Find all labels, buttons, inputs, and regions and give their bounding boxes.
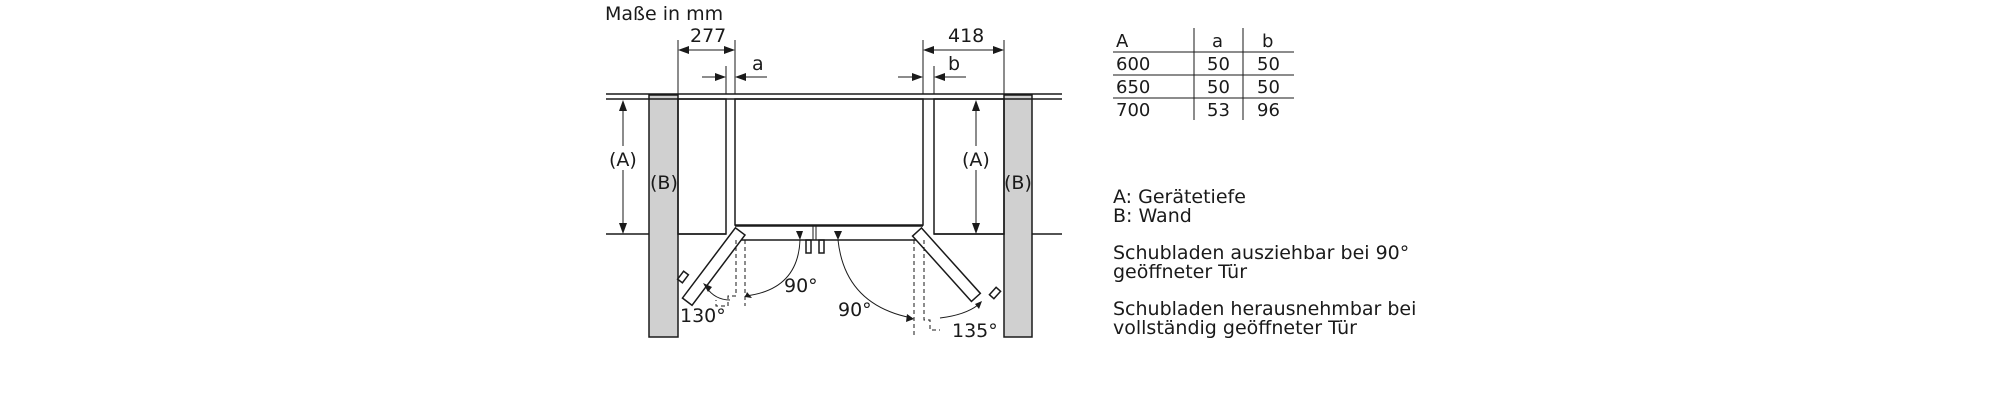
gap-b-label: b <box>948 53 960 75</box>
table-cell: 96 <box>1257 100 1280 121</box>
gap-a-arrow-left <box>715 73 726 81</box>
note-drawers-extendable-2: geöffneter Tür <box>1113 261 1247 283</box>
note-drawers-removable-1: Schubladen herausnehmbar bei <box>1113 298 1416 320</box>
width-418-arrow-right <box>993 46 1004 54</box>
depth-dim-left-arrow-bottom <box>619 223 627 234</box>
left-cabinet <box>677 98 727 235</box>
table-cell: 700 <box>1116 100 1150 121</box>
gap-b-arrow-left <box>912 73 923 81</box>
right-door-open <box>911 226 982 303</box>
legend-b: B: Wand <box>1113 205 1192 227</box>
table-cell: 50 <box>1207 54 1230 75</box>
right-outer-angle-label: 135° <box>952 320 998 342</box>
left-door-open <box>681 226 747 307</box>
right-wall-label: (B) <box>1004 172 1032 194</box>
depth-label-left: (A) <box>609 149 637 171</box>
left-swing-arc <box>744 239 801 297</box>
width-418-arrow-left <box>923 46 934 54</box>
diagram-title: Maße in mm <box>605 3 723 25</box>
left-door-handle <box>676 270 690 284</box>
gap-a-arrow-right <box>735 73 746 81</box>
gap-a-label: a <box>752 53 764 75</box>
table-cell: 650 <box>1116 77 1150 98</box>
table-header-a-lower: a <box>1212 31 1223 52</box>
left-outer-arc-arrow <box>703 283 712 292</box>
table-header-a-upper: A <box>1116 31 1129 52</box>
right-swing-arc-arrow-bottom <box>906 314 914 322</box>
left-outer-angle-label: 130° <box>680 305 726 327</box>
right-wall <box>1003 94 1033 338</box>
right-outer-arc-arrow <box>975 301 982 309</box>
table-cell: 600 <box>1116 54 1150 75</box>
right-outer-arc <box>939 304 979 319</box>
depth-label-right: (A) <box>962 149 990 171</box>
width-418-label: 418 <box>948 25 984 47</box>
right-swing-arc-arrow-top <box>834 231 842 240</box>
table-cell: 50 <box>1207 77 1230 98</box>
note-drawers-extendable-1: Schubladen ausziehbar bei 90° <box>1113 242 1409 264</box>
right-dashed-door-2 <box>923 240 940 331</box>
left-wall-label: (B) <box>650 172 678 194</box>
right-swing-arc <box>837 239 913 319</box>
right-door-handle <box>988 286 1002 300</box>
appliance-body <box>734 98 924 226</box>
right-cabinet <box>933 98 1005 235</box>
right-inner-angle-label: 90° <box>838 299 872 321</box>
left-swing-arc-arrow-top <box>796 231 803 240</box>
table-cell: 50 <box>1257 54 1280 75</box>
width-277-label: 277 <box>690 25 726 47</box>
left-handle <box>805 239 812 254</box>
width-277-arrow-right <box>724 46 735 54</box>
gap-b-arrow-right <box>934 73 945 81</box>
table-cell: 53 <box>1207 100 1230 121</box>
left-swing-arc-arrow-bottom <box>745 292 752 298</box>
right-handle <box>818 239 825 254</box>
left-dashed-door <box>715 240 737 307</box>
left-wall <box>648 94 679 338</box>
table-cell: 50 <box>1257 77 1280 98</box>
note-drawers-removable-2: vollständig geöffneter Tür <box>1113 317 1357 339</box>
depth-dim-left-arrow-top <box>619 100 627 111</box>
left-inner-angle-label: 90° <box>784 275 818 297</box>
depth-dim-right-arrow-top <box>972 100 980 111</box>
depth-dim-right-arrow-bottom <box>972 223 980 234</box>
dimension-table: A a b 600 50 50 650 50 50 700 53 96 <box>1113 28 1294 121</box>
table-header-b: b <box>1262 31 1273 52</box>
legend-a: A: Gerätetiefe <box>1113 186 1246 208</box>
width-277-arrow-left <box>678 46 689 54</box>
